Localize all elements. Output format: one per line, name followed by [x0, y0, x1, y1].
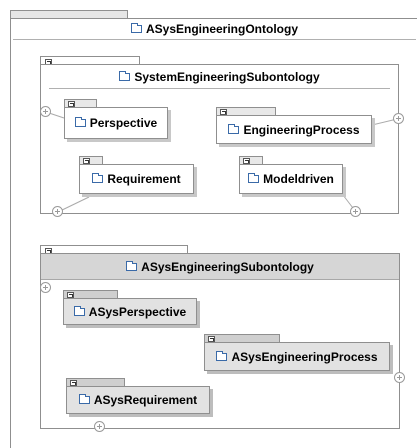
class-engineering-process[interactable]: EngineeringProcess — [216, 115, 372, 144]
package-icon — [126, 261, 138, 271]
package-icon — [74, 117, 86, 127]
asys-requirement-tab — [66, 378, 125, 387]
link-icon — [83, 158, 90, 164]
engineering-process-header: EngineeringProcess — [217, 116, 371, 143]
link-icon — [208, 336, 215, 342]
class-asys-engineering-process[interactable]: ASysEngineeringProcess — [204, 342, 390, 371]
outer-package-tab — [10, 10, 128, 19]
asys-requirement-header: ASysRequirement — [67, 387, 209, 413]
package-icon — [78, 394, 90, 404]
link-icon — [68, 101, 75, 107]
requirement-tab — [79, 156, 103, 165]
package-icon — [216, 350, 228, 361]
modeldriven-header: Modeldriven — [240, 165, 342, 193]
link-icon — [220, 109, 227, 115]
engineering-process-tab — [216, 107, 276, 116]
link-icon — [67, 292, 74, 298]
engineering-process-label: EngineeringProcess — [243, 122, 360, 137]
connector-engineering-process — [371, 118, 398, 126]
anchor-asys-right-icon[interactable] — [394, 372, 405, 383]
asys-engineering-process-label: ASysEngineeringProcess — [231, 349, 378, 364]
asys-engineering-process-tab — [204, 334, 280, 343]
class-requirement[interactable]: Requirement — [79, 164, 194, 194]
anchor-left-icon[interactable] — [40, 106, 51, 117]
package-icon — [73, 305, 85, 316]
package-icon — [119, 71, 131, 81]
asys-subontology-header: ASysEngineeringSubontology — [41, 260, 399, 274]
outer-header-divider — [13, 39, 416, 40]
system-subontology-title: SystemEngineeringSubontology — [134, 70, 320, 84]
class-modeldriven[interactable]: Modeldriven — [239, 164, 343, 194]
class-perspective[interactable]: Perspective — [64, 107, 168, 139]
class-asys-perspective[interactable]: ASysPerspective — [63, 298, 197, 325]
asys-subontology-header-band — [41, 254, 399, 280]
anchor-asys-bottom-icon[interactable] — [94, 421, 105, 432]
asys-perspective-label: ASysPerspective — [88, 304, 187, 319]
anchor-bottom-left-icon[interactable] — [52, 206, 63, 217]
modeldriven-label: Modeldriven — [263, 172, 334, 186]
modeldriven-tab — [239, 156, 263, 165]
outer-package-header: ASysEngineeringOntology — [11, 22, 417, 36]
anchor-right-icon[interactable] — [393, 113, 404, 124]
link-icon — [243, 158, 250, 164]
anchor-bottom-right-icon[interactable] — [350, 206, 361, 217]
package-icon — [248, 173, 260, 183]
anchor-asys-left-icon[interactable] — [40, 282, 51, 293]
class-asys-requirement[interactable]: ASysRequirement — [66, 386, 210, 414]
perspective-header: Perspective — [65, 108, 167, 138]
requirement-header: Requirement — [80, 165, 193, 193]
connector-requirement — [57, 196, 90, 213]
asys-requirement-label: ASysRequirement — [93, 393, 198, 407]
requirement-label: Requirement — [107, 172, 181, 186]
asys-subontology-title: ASysEngineeringSubontology — [141, 260, 314, 274]
package-icon — [92, 173, 104, 183]
system-subontology-header: SystemEngineeringSubontology — [41, 70, 398, 84]
outer-package-title: ASysEngineeringOntology — [145, 22, 298, 36]
package-icon — [130, 23, 142, 33]
system-subontology-divider — [49, 88, 390, 89]
asys-perspective-header: ASysPerspective — [64, 299, 196, 324]
perspective-label: Perspective — [89, 116, 158, 130]
link-icon — [70, 380, 77, 386]
asys-engineering-process-header: ASysEngineeringProcess — [205, 343, 389, 370]
package-icon — [228, 123, 240, 134]
asys-perspective-tab — [63, 290, 118, 299]
perspective-tab — [64, 99, 97, 108]
